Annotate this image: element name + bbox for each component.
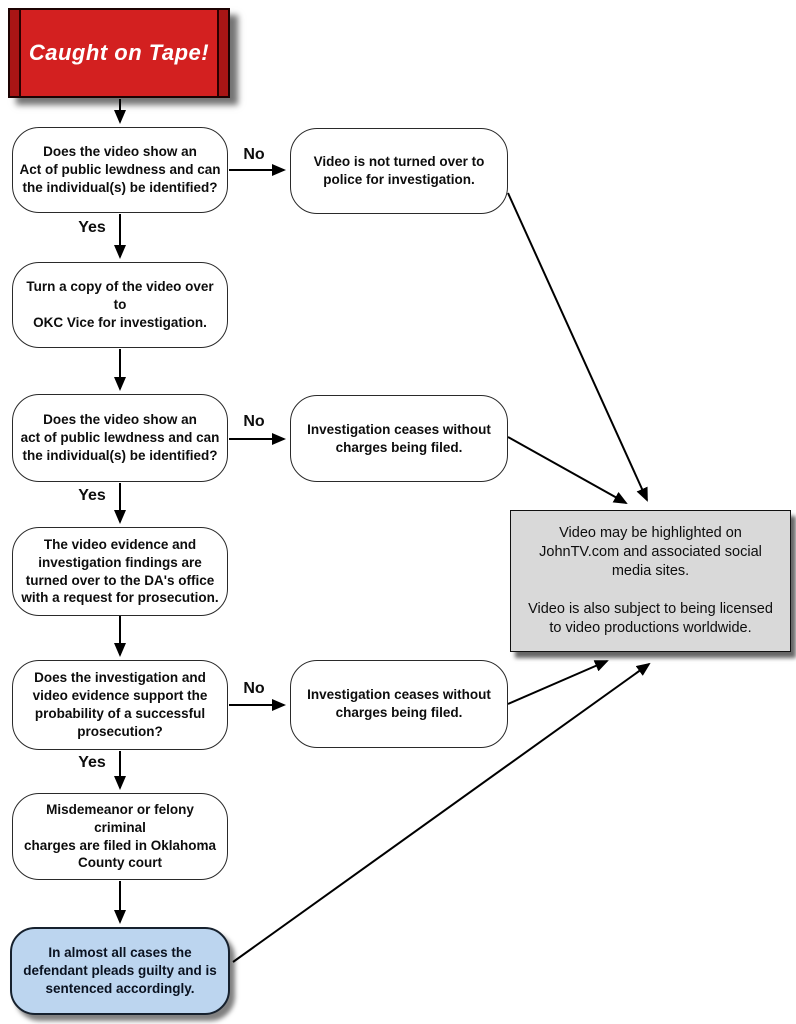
edge-label-yes-1: Yes (78, 219, 106, 236)
node-outcome: In almost all cases the defendant pleads… (10, 927, 230, 1015)
node-action-3: Misdemeanor or felony criminal charges a… (12, 793, 228, 880)
edge-label-yes-3: Yes (78, 754, 106, 771)
arrow-noresult3-to-media (507, 660, 609, 705)
node-action-2: The video evidence and investigation fin… (12, 527, 228, 616)
node-action-1: Turn a copy of the video over to OKC Vic… (12, 262, 228, 348)
title-banner: Caught on Tape! (8, 8, 230, 98)
arrow-outcome-to-media (232, 662, 651, 963)
media-disclosure-box: Video may be highlighted on JohnTV.com a… (510, 510, 791, 652)
edge-label-no-3: No (243, 680, 265, 697)
node-no-result-2: Investigation ceases without charges bei… (290, 395, 508, 482)
arrow-noresult1-to-media (507, 192, 648, 502)
edge-label-no-2: No (243, 413, 265, 430)
node-question-2: Does the video show an act of public lew… (12, 394, 228, 482)
arrow-noresult2-to-media (507, 436, 628, 504)
node-question-3: Does the investigation and video evidenc… (12, 660, 228, 750)
node-no-result-1: Video is not turned over to police for i… (290, 128, 508, 214)
page-title: Caught on Tape! (28, 40, 210, 65)
node-question-1: Does the video show an Act of public lew… (12, 127, 228, 213)
node-no-result-3: Investigation ceases without charges bei… (290, 660, 508, 748)
edge-label-no-1: No (243, 146, 265, 163)
edge-label-yes-2: Yes (78, 487, 106, 504)
